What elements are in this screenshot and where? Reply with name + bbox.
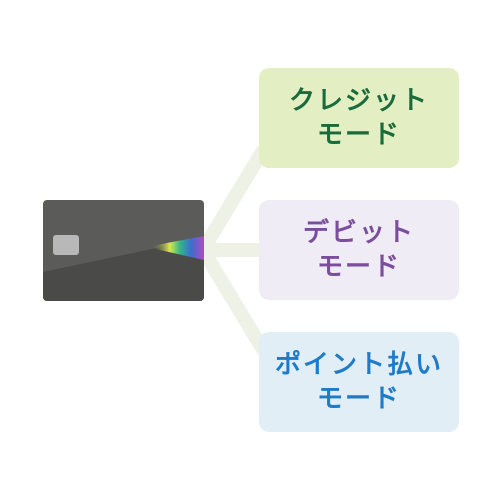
debit-mode-suffix: モード <box>316 252 401 282</box>
credit-mode-box: クレジット モード <box>259 68 459 168</box>
points-mode-suffix: モード <box>316 384 401 414</box>
connector-credit <box>197 145 269 255</box>
credit-card-icon <box>43 200 204 301</box>
connector-points <box>197 245 269 355</box>
card-chip <box>53 235 79 255</box>
credit-mode-label: クレジット <box>288 86 429 116</box>
card-lower-shade <box>43 238 204 301</box>
points-mode-label: ポイント払い <box>274 350 443 380</box>
points-mode-box: ポイント払い モード <box>259 332 459 432</box>
debit-mode-label: デビット <box>302 218 415 248</box>
card-hologram-stripe <box>151 236 204 260</box>
credit-mode-suffix: モード <box>316 120 401 150</box>
debit-mode-box: デビット モード <box>259 200 459 300</box>
